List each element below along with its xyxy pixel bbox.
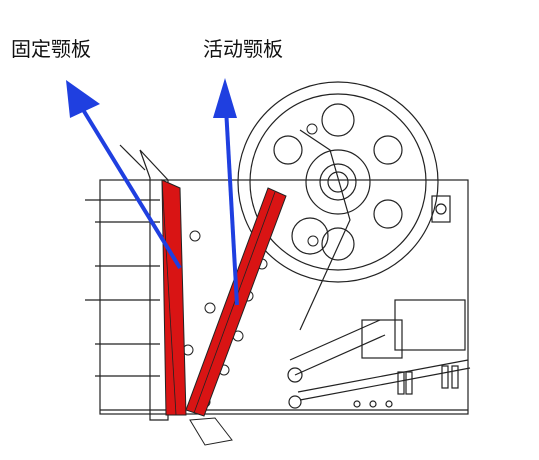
fixed-jaw-plate <box>161 179 187 416</box>
fixed-jaw-arrow <box>66 80 182 270</box>
flywheel <box>237 81 439 283</box>
fixed-jaw-label: 固定颚板 <box>11 37 91 61</box>
moving-jaw-arrow <box>213 78 239 306</box>
toggle-linkage <box>287 129 471 409</box>
moving-jaw-label: 活动颚板 <box>203 37 283 61</box>
crusher-frame <box>85 144 469 421</box>
